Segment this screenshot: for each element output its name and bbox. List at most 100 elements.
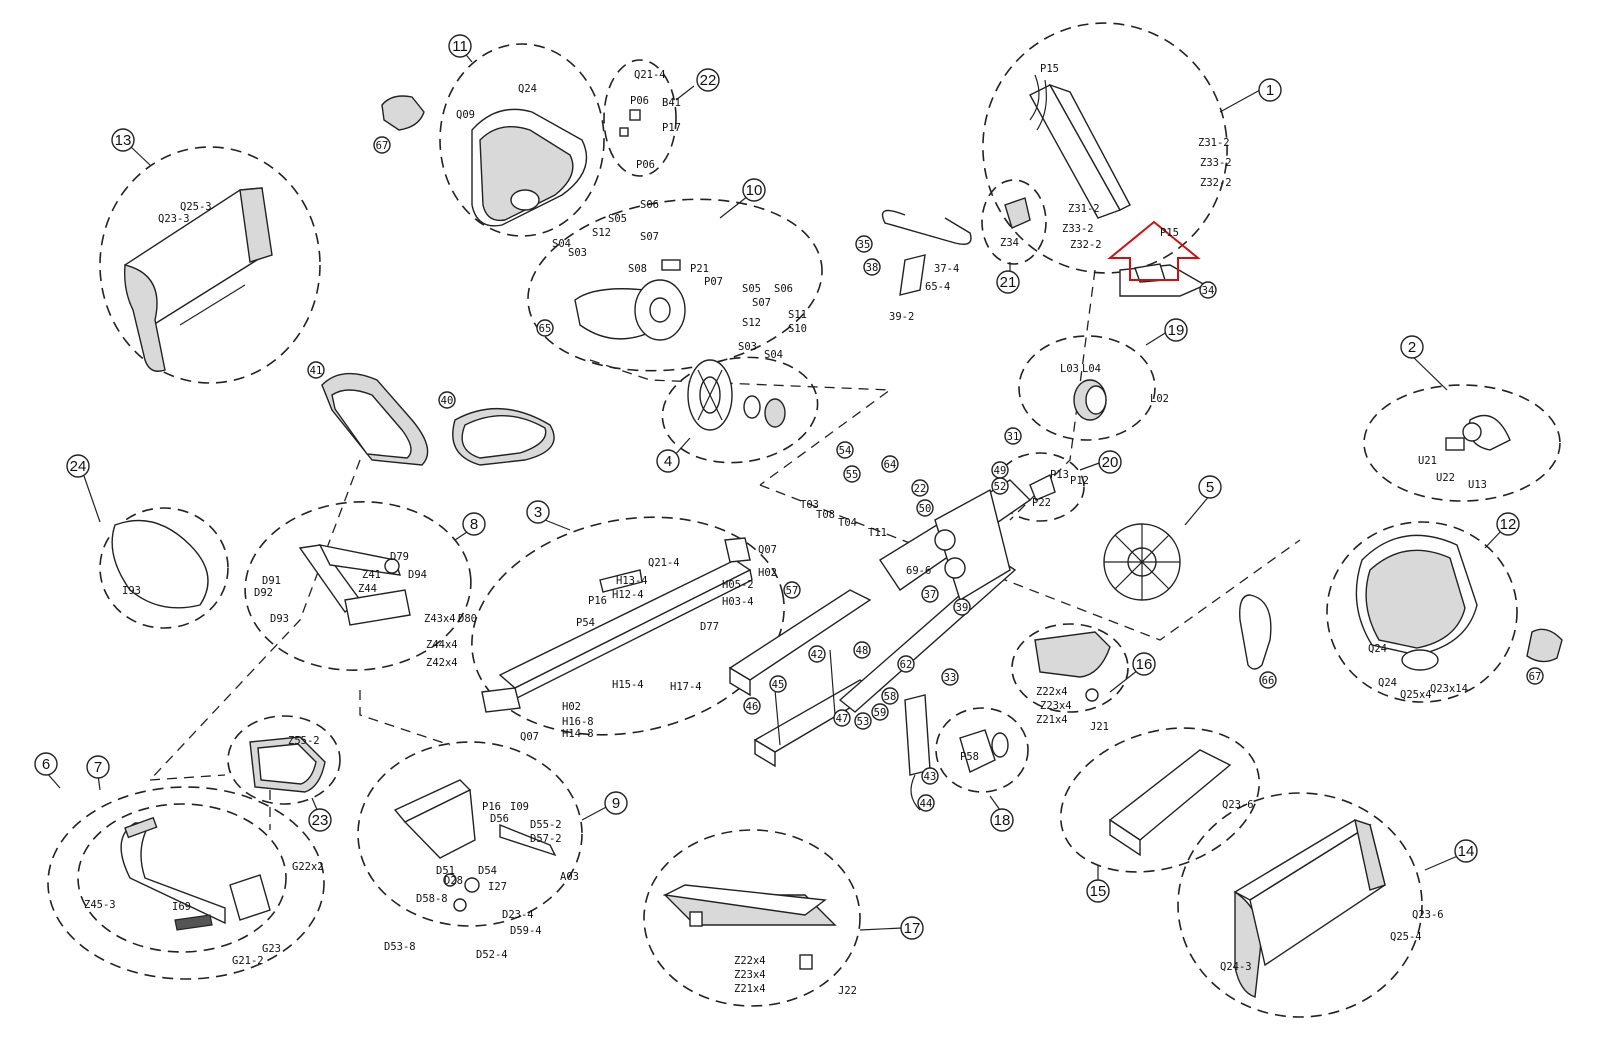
part-label: L02 [1150, 393, 1169, 405]
group-16-callout: 16 [1132, 652, 1156, 676]
part-label: S08 [628, 263, 647, 275]
group-2-boundary [1363, 384, 1561, 502]
part-label: Z44x4 [426, 639, 458, 651]
roller-19 [1073, 379, 1107, 421]
group-15-boundary [1059, 727, 1261, 873]
group-19-callout: 19 [1164, 318, 1188, 342]
grip-23 [249, 736, 326, 793]
handlebar [881, 197, 1031, 296]
part-label: D52-4 [476, 949, 508, 961]
part-label: H15-4 [612, 679, 644, 691]
part-label: G23 [262, 943, 281, 955]
pedal-right [1526, 628, 1563, 663]
group-4-boundary [661, 356, 819, 464]
part-label: S04 [552, 238, 571, 250]
part-label: S03 [568, 247, 587, 259]
part-label: 37 [924, 589, 937, 601]
part-label: L04 [1082, 363, 1101, 375]
part-callout: 49 [991, 461, 1009, 479]
cover-11 [471, 108, 588, 227]
part-label: H13-4 [616, 575, 648, 587]
part-label: D51 [436, 865, 455, 877]
main-frame [728, 479, 1032, 811]
part-label: 42 [811, 649, 824, 661]
part-label: 23 [312, 812, 329, 829]
part-label: Z21x4 [734, 983, 766, 995]
cover-12 [1355, 534, 1478, 671]
group-6-boundary [47, 786, 325, 980]
part-label: U13 [1468, 479, 1487, 491]
part-label: 40 [441, 395, 454, 407]
part-label: 48 [856, 645, 869, 657]
part-label: I27 [488, 881, 507, 893]
part-label: H14-8 [562, 728, 594, 740]
highlight-arrow [1107, 220, 1201, 281]
part-label: D23-4 [502, 909, 534, 921]
part-callout: 39 [953, 598, 971, 616]
drive-pulley [574, 259, 686, 341]
group-11-callout: 11 [448, 34, 472, 58]
part-label: D94 [408, 569, 427, 581]
part-label: 17 [904, 920, 921, 937]
part-label: Q09 [456, 109, 475, 121]
group-18-boundary [935, 707, 1029, 793]
part-label: S06 [774, 283, 793, 295]
part-callout: 38 [863, 258, 881, 276]
part-label: Q21-4 [648, 557, 680, 569]
part-label: S07 [752, 297, 771, 309]
part-label: I09 [510, 801, 529, 813]
part-callout: 65 [536, 319, 554, 337]
part-label: Q25-3 [180, 201, 212, 213]
part-label: 43 [924, 771, 937, 783]
group-20-boundary [995, 452, 1085, 522]
part-label: 33 [944, 672, 957, 684]
part-label: 31 [1007, 431, 1020, 443]
part-label: 65-4 [925, 281, 950, 293]
part-label: P06 [636, 159, 655, 171]
group-12-boundary [1326, 521, 1518, 703]
group-4-callout: 4 [656, 449, 680, 473]
part-label: H02 [562, 701, 581, 713]
group-17-boundary [643, 829, 861, 1007]
part-label: 44 [920, 798, 933, 810]
part-label: 66 [1262, 675, 1275, 687]
belt-66 [1239, 594, 1272, 670]
part-callout: 67 [373, 136, 391, 154]
group-13-boundary [99, 146, 321, 384]
pedal-left [381, 95, 425, 131]
part-label: 13 [115, 132, 132, 149]
upright-post [1029, 74, 1207, 297]
part-label: Q25x4 [1400, 689, 1432, 701]
part-label: Z42x4 [426, 657, 458, 669]
bracket-18 [959, 729, 1009, 773]
group-21-callout: 21 [996, 270, 1020, 294]
latch-20 [1029, 473, 1056, 501]
part-label: 14 [1458, 843, 1475, 860]
part-label: Z44 [358, 583, 377, 595]
part-label: Z45-3 [84, 899, 116, 911]
group-5-callout: 5 [1198, 475, 1222, 499]
part-label: 18 [994, 812, 1011, 829]
part-label: D28 [444, 875, 463, 887]
group-19-boundary [1018, 335, 1156, 441]
part-label: Z33-2 [1200, 157, 1232, 169]
part-label: D57-2 [530, 833, 562, 845]
part-label: A03 [560, 871, 579, 883]
part-label: Z43x4 [424, 613, 456, 625]
part-label: T11 [868, 527, 887, 539]
group-16-boundary [1011, 623, 1129, 713]
part-label: 52 [994, 481, 1007, 493]
part-label: D58-8 [416, 893, 448, 905]
part-label: 20 [1102, 454, 1119, 471]
part-label: P21 [690, 263, 709, 275]
group-23-callout: 23 [308, 808, 332, 832]
part-drawings [111, 74, 1563, 998]
part-label: Q21-4 [634, 69, 666, 81]
handle-assembly [120, 816, 271, 931]
part-callout: 54 [836, 441, 854, 459]
group-24-boundary [99, 507, 229, 629]
part-label: 49 [994, 465, 1007, 477]
part-label: 64 [884, 459, 897, 471]
part-label: 55 [846, 469, 859, 481]
